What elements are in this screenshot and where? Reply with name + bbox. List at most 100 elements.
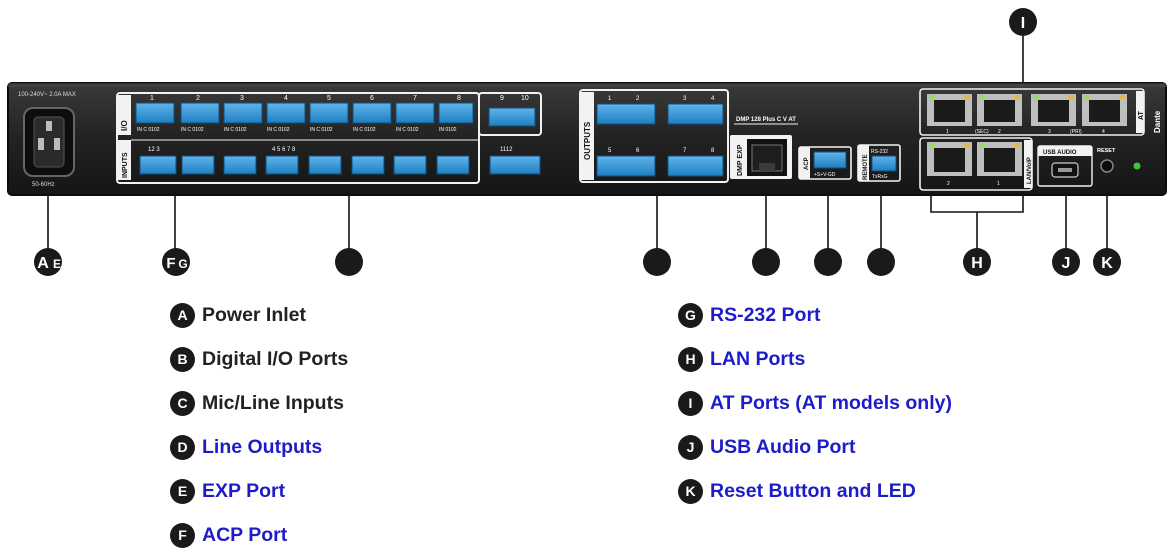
callout-badge-j-letter: J — [1062, 255, 1071, 272]
legend-link-line-outputs[interactable]: Line Outputs — [202, 435, 323, 458]
acp-pin-labels: +S+V-GD — [814, 172, 836, 178]
legend-item-g[interactable]: G RS-232 Port — [678, 293, 952, 337]
legend-badge-g: G — [678, 302, 703, 328]
io-number-2: 2 — [196, 95, 200, 102]
output-number-4: 4 — [711, 96, 715, 102]
reset-button — [1100, 159, 1114, 173]
legend-link-exp-port[interactable]: EXP Port — [202, 479, 286, 502]
output-number-row: 1 2 3 4 5 6 7 8 — [608, 96, 715, 154]
input-terminal-blocks — [139, 155, 541, 175]
lan-number-1: 1 — [997, 181, 1000, 187]
legend-badge-f: F — [170, 522, 195, 548]
output-number-7: 7 — [683, 148, 687, 154]
dante-logo-text: Dante — [1153, 110, 1162, 133]
inputs-numbers-a: 12 3 — [148, 147, 160, 153]
inputs-section-label: INPUTS — [122, 152, 129, 178]
legend-badge-a: A — [170, 302, 195, 328]
lan-port-jacks — [927, 142, 1022, 176]
io-pin-label-6: IN C 0102 — [353, 127, 376, 133]
power-frequency-text: 50-60Hz — [32, 182, 55, 188]
io-pin-label-4: IN C 0102 — [267, 127, 290, 133]
callout-badge-fg-letter-g: G — [178, 257, 187, 271]
callout-badge-ae-letter-e: E — [53, 257, 61, 271]
callout-badge-h: H — [963, 248, 991, 276]
callout-badge-inputs — [335, 248, 363, 276]
callout-badge-k: K — [1093, 248, 1121, 276]
legend-label-a: Power Inlet — [202, 303, 307, 326]
legend-link-at-ports[interactable]: AT Ports (AT models only) — [710, 391, 952, 414]
legend-right-column: G RS-232 Port H LAN Ports I AT Ports (AT… — [678, 293, 952, 513]
exp-port-jack — [751, 144, 783, 172]
at-number-4: 4 — [1102, 129, 1105, 135]
legend-item-j[interactable]: J USB Audio Port — [678, 425, 952, 469]
io-input-frame — [116, 92, 480, 184]
io-number-10: 10 — [521, 95, 529, 102]
outputs-section-label: OUTPUTS — [583, 121, 592, 160]
io-pin-label-7: IN C 0102 — [396, 127, 419, 133]
legend-item-h[interactable]: H LAN Ports — [678, 337, 952, 381]
legend-badge-h: H — [678, 346, 703, 372]
usb-audio-label: USB AUDIO — [1043, 150, 1077, 156]
io-pin-label-2: IN C 0102 — [181, 127, 204, 133]
legend-item-k[interactable]: K Reset Button and LED — [678, 469, 952, 513]
callout-badge-j: J — [1052, 248, 1080, 276]
at-port-numbers: 1 (SEC) 2 3 (PRI) 4 — [946, 129, 1105, 135]
inputs-numbers-c: 1112 — [500, 147, 513, 153]
legend-link-reset-button[interactable]: Reset Button and LED — [710, 479, 916, 502]
legend-item-d[interactable]: D Line Outputs — [170, 425, 348, 469]
callout-badge-rs232 — [867, 248, 895, 276]
callout-badge-acp — [814, 248, 842, 276]
output-number-5: 5 — [608, 148, 612, 154]
output-terminal-blocks — [596, 103, 724, 177]
legend-badge-c: C — [170, 390, 195, 416]
legend-item-e[interactable]: E EXP Port — [170, 469, 348, 513]
callout-badge-fg: F G — [162, 248, 190, 276]
lan-ports-label: LAN/VoIP — [1027, 157, 1033, 184]
io-number-8: 8 — [457, 95, 461, 102]
rs232-label: RS-232 — [871, 149, 888, 155]
exp-port-label: DMP EXP — [737, 144, 744, 176]
legend-item-f[interactable]: F ACP Port — [170, 513, 348, 557]
legend-label-c: Mic/Line Inputs — [202, 391, 344, 414]
callout-badge-i: I — [1009, 8, 1037, 36]
reset-label: RESET — [1097, 148, 1116, 154]
io-number-6: 6 — [370, 95, 374, 102]
input-number-row: 12 3 4 5 6 7 8 1112 — [148, 147, 513, 153]
output-number-3: 3 — [683, 96, 687, 102]
io-number-7: 7 — [413, 95, 417, 102]
legend-link-lan-ports[interactable]: LAN Ports — [710, 347, 806, 370]
legend-item-c: C Mic/Line Inputs — [170, 381, 348, 425]
io-number-5: 5 — [327, 95, 331, 102]
power-rating-text: 100-240V~ 2.0A MAX — [18, 92, 76, 98]
output-number-8: 8 — [711, 148, 715, 154]
io-pin-label-1: IN C 0102 — [137, 127, 160, 133]
remote-label: REMOTE — [863, 154, 869, 180]
io-terminal-blocks — [135, 102, 536, 127]
io-pin-label-5: IN C 0102 — [310, 127, 333, 133]
legend-label-b: Digital I/O Ports — [202, 347, 349, 370]
legend-left-column: A Power Inlet B Digital I/O Ports C Mic/… — [170, 293, 348, 557]
legend-link-usb-audio-port[interactable]: USB Audio Port — [710, 435, 856, 458]
at-number-3: 3 — [1048, 129, 1051, 135]
legend-item-i[interactable]: I AT Ports (AT models only) — [678, 381, 952, 425]
rs232-terminal-block — [871, 155, 897, 172]
callout-badge-i-letter: I — [1021, 15, 1025, 32]
io-pin-label-8: IN 0102 — [439, 127, 457, 133]
status-led — [1133, 162, 1141, 170]
callout-badge-k-letter: K — [1101, 255, 1113, 272]
legend-link-rs232-port[interactable]: RS-232 Port — [710, 303, 821, 326]
at-pri-label: (PRI) — [1070, 129, 1082, 135]
legend-badge-d: D — [170, 434, 195, 460]
io-pin-label-3: IN C 0102 — [224, 127, 247, 133]
callout-badge-exp — [752, 248, 780, 276]
legend-link-acp-port[interactable]: ACP Port — [202, 523, 288, 546]
callout-badge-ae-letter-a: A — [37, 255, 49, 272]
output-number-6: 6 — [636, 148, 640, 154]
legend-badge-j: J — [678, 434, 703, 460]
io-number-row: 1 2 3 4 5 6 7 8 9 10 — [150, 95, 529, 102]
acp-port-label: ACP — [804, 157, 810, 170]
legend-item-a: A Power Inlet — [170, 293, 348, 337]
callout-badge-outputs — [643, 248, 671, 276]
at-number-2: 2 — [998, 129, 1001, 135]
legend-badge-i: I — [678, 390, 703, 416]
